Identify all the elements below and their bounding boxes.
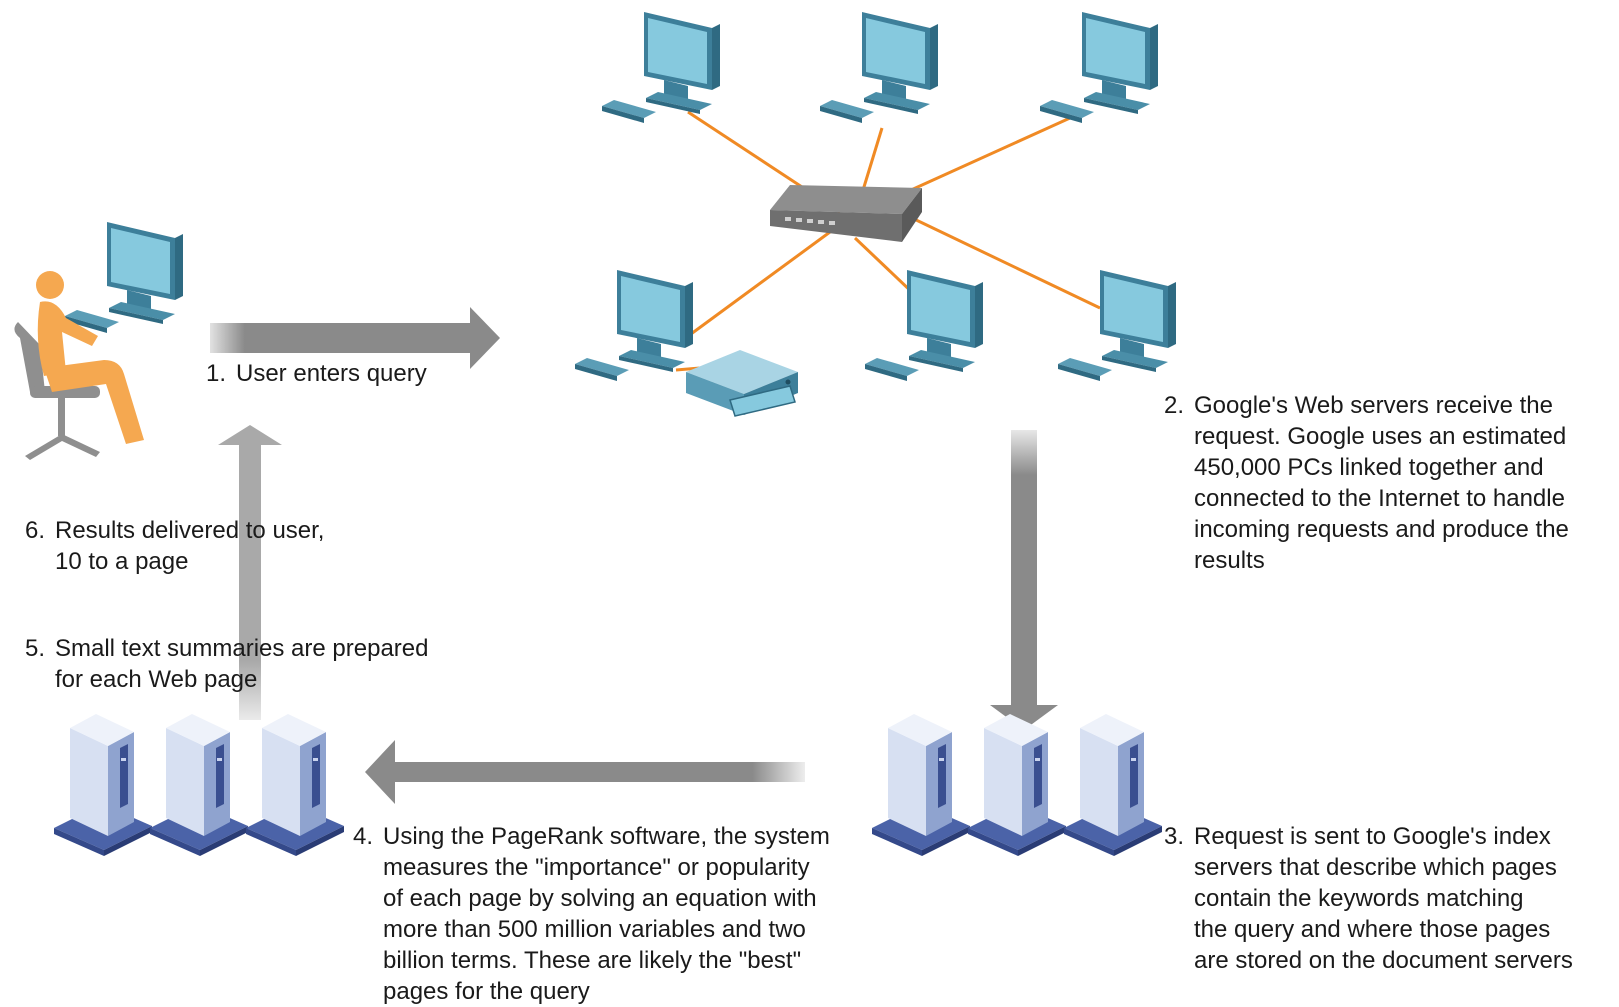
step-5-label: 5. Small text summaries are prepared for…	[25, 633, 525, 695]
step-4-label: 4. Using the PageRank software, the syst…	[353, 821, 913, 1007]
workstation-icon	[602, 12, 720, 123]
step-number: 1.	[206, 360, 227, 387]
step-number: 6.	[25, 517, 46, 544]
server-icon	[968, 714, 1066, 856]
arrow-index-to-doc-servers	[365, 740, 805, 804]
step-text: Google's Web servers receive the request…	[1194, 392, 1569, 574]
server-icon	[1064, 714, 1162, 856]
step-text: Results delivered to user, 10 to a page	[55, 517, 325, 575]
workstation-icon	[1058, 270, 1176, 381]
network-switch-icon	[770, 185, 922, 242]
arrow-results-to-user	[218, 425, 282, 720]
workstation-icon	[1040, 12, 1158, 123]
step-number: 3.	[1164, 823, 1185, 850]
step-3-label: 3. Request is sent to Google's index ser…	[1164, 821, 1619, 976]
arrow-query-to-servers	[210, 307, 500, 369]
server-icon	[150, 714, 248, 856]
workstation-icon	[575, 270, 693, 381]
network-cables	[675, 110, 1101, 372]
server-icon	[54, 714, 152, 856]
workstation-icon	[865, 270, 983, 381]
step-text: Request is sent to Google's index server…	[1194, 823, 1573, 974]
step-number: 2.	[1164, 392, 1185, 419]
step-text: Using the PageRank software, the system …	[383, 823, 830, 1005]
arrow-web-servers-to-index-servers	[990, 430, 1058, 730]
step-number: 5.	[25, 635, 46, 662]
workstation-icon	[820, 12, 938, 123]
step-1-label: 1. User enters query	[206, 358, 427, 389]
user-at-computer-icon	[14, 222, 183, 460]
server-icon	[246, 714, 344, 856]
step-text: Small text summaries are prepared for ea…	[55, 635, 429, 693]
step-2-label: 2. Google's Web servers receive the requ…	[1164, 390, 1619, 576]
step-text: User enters query	[236, 360, 427, 387]
step-6-label: 6. Results delivered to user, 10 to a pa…	[25, 515, 425, 577]
step-number: 4.	[353, 823, 374, 850]
printer-icon	[686, 350, 798, 417]
